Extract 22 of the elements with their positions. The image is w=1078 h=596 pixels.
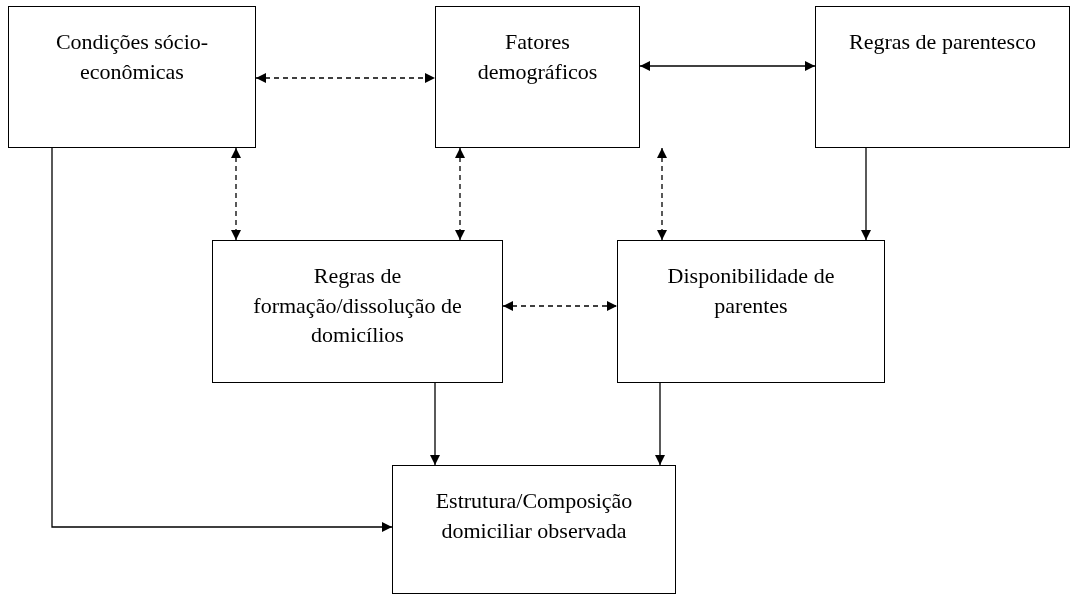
arrow — [430, 382, 440, 466]
arrow — [639, 61, 816, 71]
process-box — [8, 6, 256, 148]
box-label: Fatores demográficos — [476, 28, 599, 86]
arrow — [51, 147, 393, 532]
process-box — [435, 6, 640, 148]
process-box — [212, 240, 503, 383]
arrow — [861, 147, 871, 241]
box-label: Disponibilidade de parentes — [666, 262, 836, 320]
box-label: Condições sócio-econômicas — [54, 28, 210, 86]
process-box — [815, 6, 1070, 148]
arrow — [255, 73, 436, 83]
arrow — [657, 147, 667, 241]
box-label: Estrutura/Composição domiciliar observada — [434, 487, 634, 545]
arrow — [502, 301, 618, 311]
arrow — [655, 382, 665, 466]
arrow — [455, 147, 465, 241]
process-box — [617, 240, 885, 383]
box-label: Regras de parentesco — [849, 28, 1036, 56]
process-box — [392, 465, 676, 594]
box-label: Regras de formação/dissolução de domicílios — [252, 262, 463, 350]
arrow — [231, 147, 241, 241]
